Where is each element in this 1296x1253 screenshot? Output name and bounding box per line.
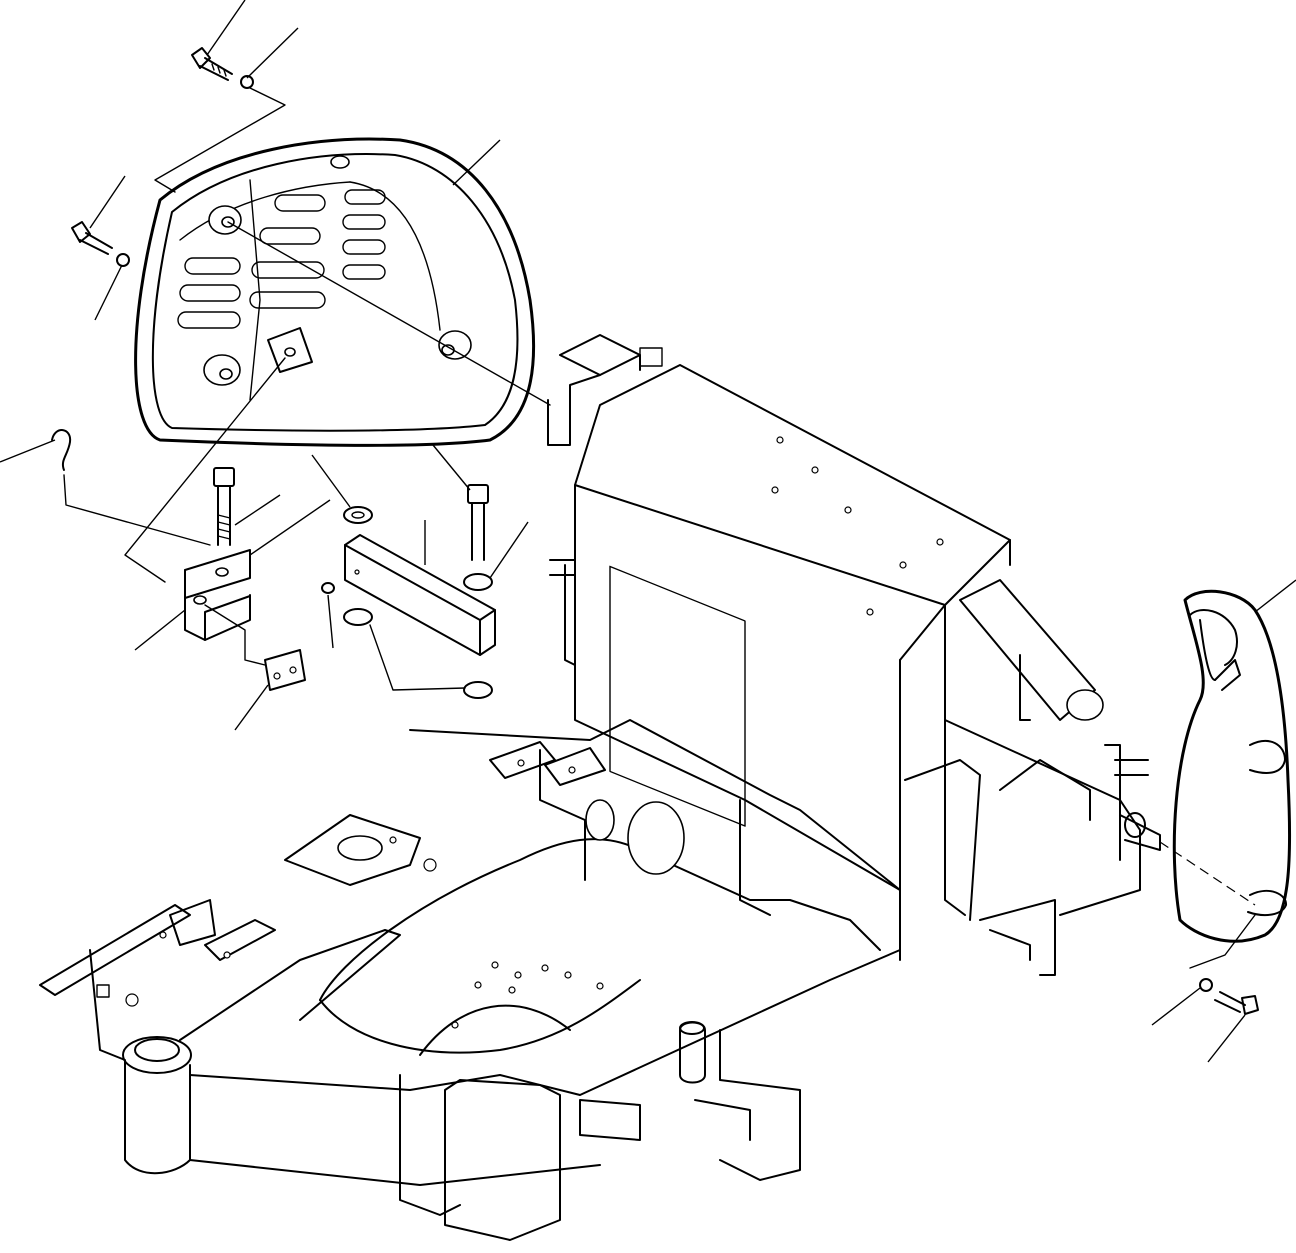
bolt-top: [191, 47, 233, 81]
assembly-line-right: [1189, 914, 1256, 969]
washer-lower-right: [463, 681, 493, 699]
assembly-line-plate: [204, 604, 266, 666]
long-bolt-right: [467, 484, 489, 561]
washer-lower-left: [343, 608, 373, 626]
callout-leaders: [0, 0, 1296, 1063]
rear-cover-panel: [134, 137, 536, 447]
right-side-structure: [904, 719, 1161, 976]
mount-line: [227, 221, 551, 406]
washer-mid-left: [116, 253, 130, 267]
long-bolt-left: [213, 467, 235, 546]
hook-pin: [51, 429, 72, 471]
assembly-line-hook: [63, 474, 211, 546]
side-cover-panel: [1172, 589, 1292, 943]
bolt-bottom-right: [1214, 991, 1259, 1015]
assembly-line-bracket: [124, 357, 286, 583]
lower-frame: [39, 719, 901, 1241]
assembly-line-washers: [369, 624, 466, 691]
grease-nipple: [321, 582, 335, 594]
washer-upper-left: [343, 506, 373, 524]
washer-upper-right: [463, 573, 493, 591]
assembly-line-top: [154, 87, 286, 193]
washer-bottom-right: [1199, 978, 1213, 992]
washer-top: [240, 75, 254, 89]
bolt-mid-left: [71, 221, 113, 255]
spacer-block: [344, 534, 496, 656]
upper-frame-housing: [547, 334, 1104, 916]
small-plate: [264, 649, 306, 691]
mount-line-right: [1159, 841, 1256, 906]
